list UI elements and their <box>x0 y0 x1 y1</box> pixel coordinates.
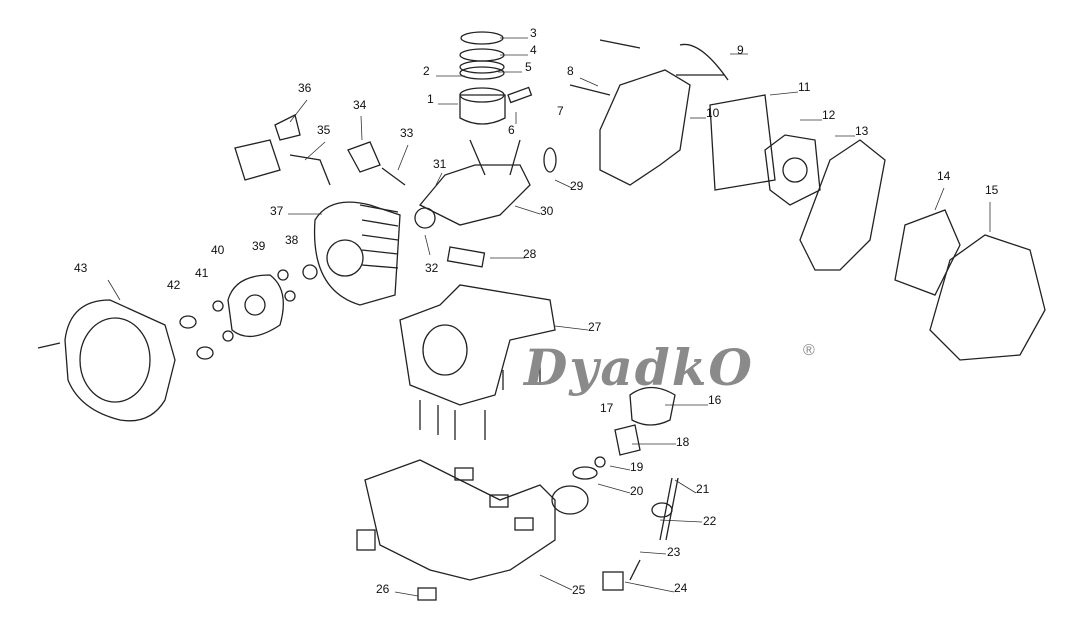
callout-1: 1 <box>427 92 434 106</box>
callout-17: 17 <box>600 401 614 415</box>
flywheel <box>313 201 401 306</box>
clutch-housing <box>37 299 176 422</box>
callout-5: 5 <box>525 60 532 74</box>
callout-34: 34 <box>353 98 367 112</box>
callout-40: 40 <box>211 243 225 257</box>
registered-mark: ® <box>803 342 815 359</box>
callout-38: 38 <box>285 233 299 247</box>
leader-lines <box>107 37 991 597</box>
air-filter-base <box>799 139 886 271</box>
callout-31: 31 <box>433 157 447 171</box>
callout-33: 33 <box>400 126 414 140</box>
callout-37: 37 <box>270 204 284 218</box>
callout-21: 21 <box>696 482 710 496</box>
callout-4: 4 <box>530 43 537 57</box>
callout-24: 24 <box>674 581 688 595</box>
callout-15: 15 <box>985 183 999 197</box>
callout-26: 26 <box>376 582 390 596</box>
callout-43: 43 <box>74 261 88 275</box>
fuel-tank <box>356 459 589 601</box>
callout-9: 9 <box>737 43 744 57</box>
callout-6: 6 <box>508 123 515 137</box>
carburetor <box>764 134 821 206</box>
clutch <box>179 264 318 360</box>
callout-25: 25 <box>572 583 586 597</box>
watermark-logo: DyadkO <box>524 338 754 397</box>
ignition-parts <box>234 114 406 186</box>
carb-gasket <box>709 94 776 191</box>
air-filter-cover <box>929 234 1046 361</box>
fuel-line-parts <box>602 477 679 591</box>
callout-2: 2 <box>423 64 430 78</box>
callout-18: 18 <box>676 435 690 449</box>
callout-32: 32 <box>425 261 439 275</box>
crankshaft <box>414 139 557 229</box>
crankcase <box>399 284 556 440</box>
callout-36: 36 <box>298 81 312 95</box>
callout-30: 30 <box>540 204 554 218</box>
fuel-cap-assembly <box>572 386 676 480</box>
callout-22: 22 <box>703 514 717 528</box>
callout-14: 14 <box>937 169 951 183</box>
callout-12: 12 <box>822 108 836 122</box>
callout-8: 8 <box>567 64 574 78</box>
callout-41: 41 <box>195 266 209 280</box>
callout-23: 23 <box>667 545 681 559</box>
callout-19: 19 <box>630 460 644 474</box>
piston-assembly <box>459 31 533 125</box>
air-filter-element <box>894 209 961 296</box>
callout-29: 29 <box>570 179 584 193</box>
cylinder <box>569 39 729 186</box>
callout-42: 42 <box>167 278 181 292</box>
callout-39: 39 <box>252 239 266 253</box>
callout-3: 3 <box>530 26 537 40</box>
callout-27: 27 <box>588 320 602 334</box>
gasket <box>446 246 486 268</box>
callout-10: 10 <box>706 106 720 120</box>
callout-13: 13 <box>855 124 869 138</box>
callout-7: 7 <box>557 104 564 118</box>
callout-35: 35 <box>317 123 331 137</box>
callout-28: 28 <box>523 247 537 261</box>
callout-11: 11 <box>798 80 811 94</box>
callout-16: 16 <box>708 393 722 407</box>
callout-20: 20 <box>630 484 644 498</box>
